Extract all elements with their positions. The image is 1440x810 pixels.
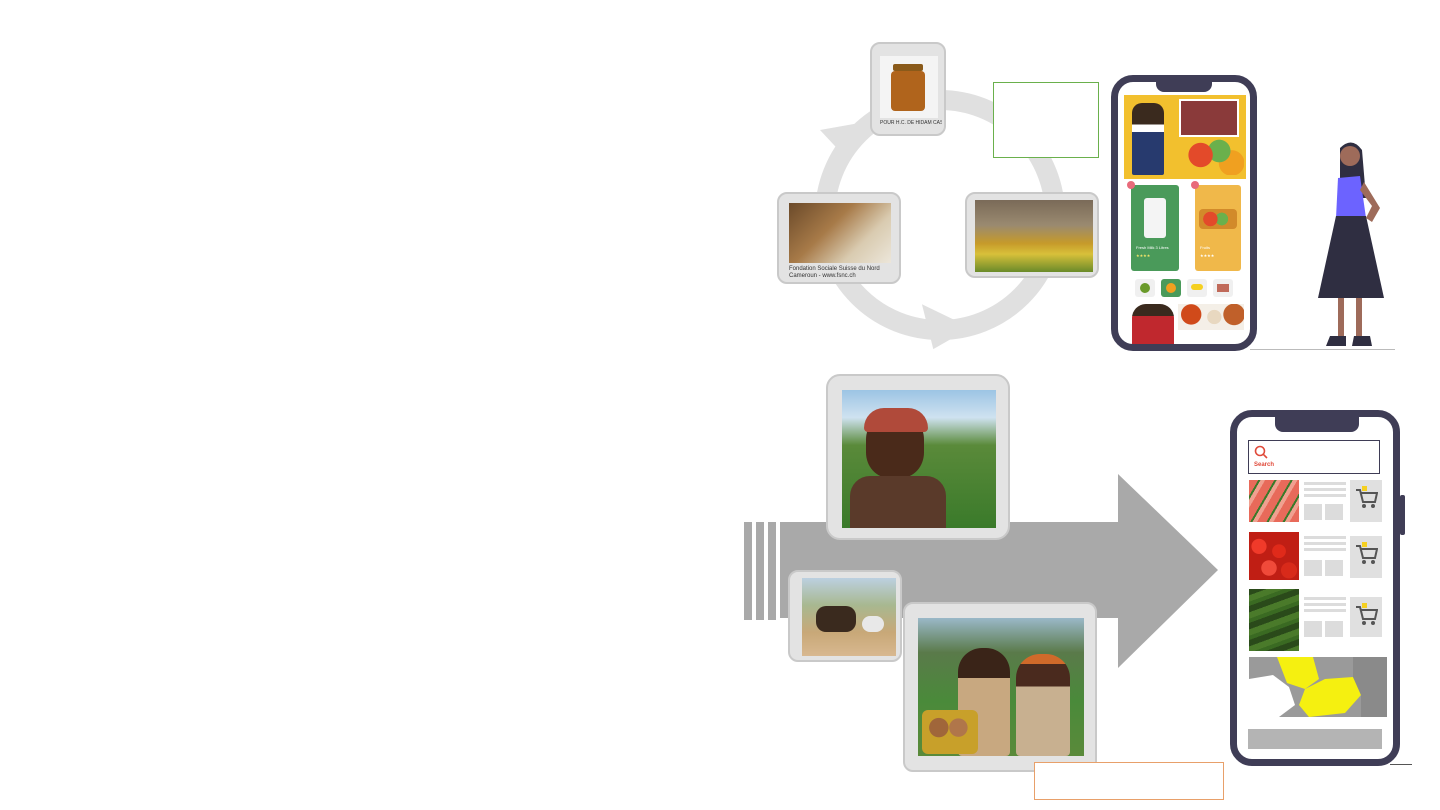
cow: [816, 606, 856, 632]
add-to-cart-button[interactable]: [1350, 536, 1382, 578]
qty-box[interactable]: [1304, 621, 1322, 637]
fruit-market-image: [975, 200, 1093, 272]
promo-person-image: [1132, 304, 1174, 344]
phone-top-notch: [1156, 81, 1212, 92]
market-tile: [965, 192, 1099, 278]
card1-label: Fresh Milk 3 Litres: [1136, 245, 1169, 250]
honey-caption: POUR H.C. DE HIDAM CASERE...: [880, 120, 942, 126]
side-button: [1400, 495, 1405, 535]
search-icon: [1254, 445, 1268, 459]
add-to-cart-button[interactable]: [1350, 597, 1382, 637]
search-label: Search: [1254, 462, 1275, 468]
phone-bottom-notch: [1275, 416, 1359, 432]
yam-basket: [922, 710, 978, 754]
map-shapes: [1249, 657, 1387, 717]
qty-box[interactable]: [1304, 504, 1322, 520]
category-kiwi[interactable]: [1135, 279, 1155, 297]
product-row-watermelon[interactable]: [1249, 480, 1383, 524]
bottom-action-bar[interactable]: [1248, 729, 1382, 749]
peppers-image: [1249, 532, 1299, 580]
category-oranges[interactable]: [1161, 279, 1181, 297]
product-row-peppers[interactable]: [1249, 532, 1383, 582]
cart-icon: [1356, 486, 1378, 508]
farmer-on-phone-image: [842, 390, 996, 528]
hero-veg-image: [1182, 135, 1244, 175]
woman-illustration: [1318, 142, 1384, 346]
qty-box[interactable]: [1325, 560, 1343, 576]
honey-jar-image: [880, 56, 938, 118]
phone-top: Fresh Milk 3 Litres ★★★★ Fruits ★★★★: [1111, 75, 1257, 351]
milk-jug-image: [1144, 198, 1166, 238]
card2-label: Fruits: [1200, 245, 1210, 250]
phone-bottom: Search: [1230, 410, 1405, 766]
cucumbers-image: [1249, 589, 1299, 651]
jar-body: [891, 71, 925, 111]
add-to-cart-button[interactable]: [1350, 480, 1382, 522]
meeting-tile: Fondation Sociale Suisse du Nord Camerou…: [777, 192, 901, 284]
search-input[interactable]: Search: [1248, 440, 1380, 474]
meeting-caption: Fondation Sociale Suisse du Nord Camerou…: [789, 266, 880, 279]
category-meat[interactable]: [1213, 279, 1233, 297]
product-card-fruits[interactable]: Fruits ★★★★: [1191, 181, 1241, 271]
product-details-placeholder: [1304, 597, 1346, 615]
watermelon-image: [1249, 480, 1299, 522]
floor-line-top: [1250, 349, 1395, 350]
jar-lid: [893, 64, 923, 71]
cattle-tile: [788, 570, 902, 662]
meeting-image: [789, 203, 891, 263]
favorite-icon[interactable]: [1127, 181, 1135, 189]
cart-icon: [1356, 603, 1378, 625]
honey-tile: POUR H.C. DE HIDAM CASERE...: [870, 42, 946, 136]
card2-rating: ★★★★: [1200, 253, 1215, 258]
farmer-body: [850, 476, 946, 528]
farmers-tile: [903, 602, 1097, 772]
farmer-headscarf: [864, 408, 928, 432]
product-details-placeholder: [1304, 482, 1346, 500]
product-details-placeholder: [1304, 536, 1346, 554]
hero-banner: [1124, 95, 1246, 179]
product-card-milk[interactable]: Fresh Milk 3 Litres ★★★★: [1127, 181, 1179, 271]
cart-icon: [1356, 542, 1378, 564]
goat: [862, 616, 884, 632]
farmers-with-phone-image: [918, 618, 1084, 756]
qty-box[interactable]: [1325, 621, 1343, 637]
woman-farmer: [1016, 654, 1070, 756]
qty-box[interactable]: [1304, 560, 1322, 576]
fruit-basket-image: [1199, 209, 1237, 229]
region-map[interactable]: [1249, 657, 1387, 717]
hero-person: [1132, 103, 1164, 175]
cattle-image: [802, 578, 896, 656]
green-outline-box: [993, 82, 1099, 158]
qty-box[interactable]: [1325, 504, 1343, 520]
orange-outline-box: [1034, 762, 1224, 800]
hero-meat-image: [1179, 99, 1239, 137]
card1-rating: ★★★★: [1136, 253, 1151, 258]
floor-line-bottom: [1390, 764, 1412, 765]
favorite-icon[interactable]: [1191, 181, 1199, 189]
farmer-phone-tile: [826, 374, 1010, 540]
product-row-cucumbers[interactable]: [1249, 589, 1383, 653]
dishes-image: [1178, 304, 1244, 330]
category-banana[interactable]: [1187, 279, 1207, 297]
